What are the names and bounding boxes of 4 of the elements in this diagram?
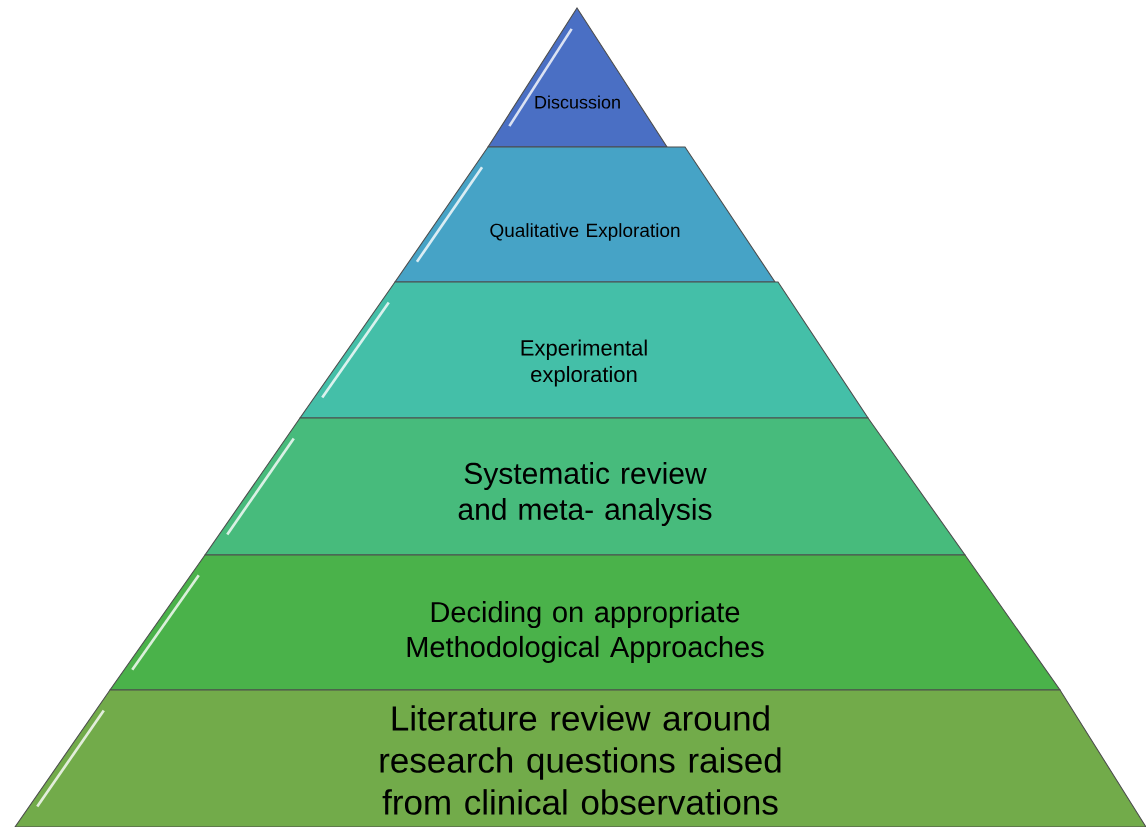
pyramid-layer: Literature review around research questions raised from clinical observations <box>14 689 1146 827</box>
pyramid-layer: Qualitative Exploration <box>394 146 776 283</box>
pyramid-layer: Discussion <box>487 7 668 148</box>
pyramid-layer: Experimental exploration <box>299 281 869 419</box>
